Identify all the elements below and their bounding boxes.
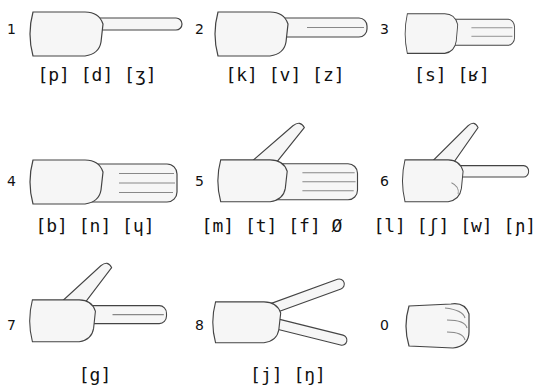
- callout-number: 7: [7, 318, 16, 333]
- sound-label: [b] [n] [ɥ]: [35, 216, 154, 236]
- callout-number: 3: [380, 22, 389, 37]
- hand-sign: [402, 123, 528, 201]
- sound-label: [k] [v] [z]: [225, 65, 344, 85]
- hand-sign: [30, 160, 177, 204]
- hand-sign: [406, 304, 469, 348]
- hand-sign: [405, 14, 514, 54]
- sound-label: [s] [ʁ]: [414, 65, 490, 85]
- callout-number: 8: [195, 318, 204, 333]
- hand-sign: [30, 12, 182, 56]
- hand-sign: [30, 263, 167, 341]
- hand-sign: [213, 278, 348, 347]
- sound-label: [j] [ŋ]: [250, 365, 326, 385]
- callout-number: 2: [195, 22, 204, 37]
- hand-sign: [218, 123, 358, 201]
- hand-sign: [215, 12, 367, 56]
- sound-label: [m] [t] [f] Ø: [202, 216, 343, 236]
- callout-number: 0: [380, 318, 389, 333]
- callout-number: 6: [380, 174, 389, 189]
- callout-number: 5: [195, 174, 204, 189]
- callout-number: 1: [7, 22, 16, 37]
- sound-label: [l] [ʃ] [w] [ɲ]: [373, 216, 536, 236]
- sound-label: [g]: [79, 365, 112, 385]
- callout-number: 4: [7, 174, 16, 189]
- sound-label: [p] [d] [ʒ]: [37, 65, 156, 85]
